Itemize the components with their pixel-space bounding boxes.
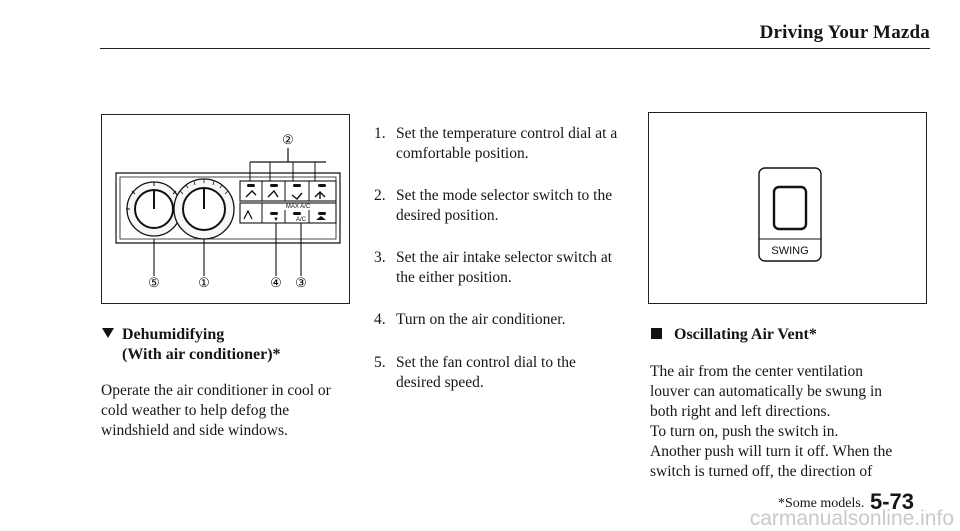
step-item: 3. Set the air intake selector switch at… xyxy=(374,249,613,286)
steps-list: 1. Set the temperature control dial at a… xyxy=(372,124,672,415)
page-number: 5-73 xyxy=(870,489,915,514)
callout-1: ① xyxy=(198,275,210,290)
page-header-title: Driving Your Mazda xyxy=(759,22,930,43)
max-ac-label: MAX A/C xyxy=(286,204,311,210)
footer-note: *Some models. xyxy=(778,496,865,511)
swing-switch-drawing: SWING xyxy=(758,167,822,262)
oscillating-body: The air from the center ventilation louv… xyxy=(650,363,893,480)
dehumidifying-body: Operate the air conditioner in cool or c… xyxy=(101,382,331,439)
svg-text:▼: ▼ xyxy=(273,217,279,223)
swing-button-icon xyxy=(772,185,808,231)
swing-label: SWING xyxy=(771,245,808,257)
climate-panel-drawing: ② xyxy=(115,132,341,290)
callout-4: ④ xyxy=(270,275,282,290)
callout-2: ② xyxy=(282,132,294,147)
swing-switch-figure: SWING xyxy=(648,112,927,304)
dehumidifying-subtitle: (With air conditioner)* xyxy=(122,346,281,363)
callout-5: ⑤ xyxy=(148,275,160,290)
ac-label: A/C xyxy=(296,217,307,223)
watermark: carmanualsonline.info xyxy=(749,507,954,530)
step-item: 4. Turn on the air conditioner. xyxy=(374,311,566,328)
triangle-bullet-icon xyxy=(102,328,114,338)
dehumidifying-title: Dehumidifying xyxy=(102,325,224,345)
square-bullet-icon xyxy=(651,328,662,339)
step-item: 1. Set the temperature control dial at a… xyxy=(374,125,618,162)
oscillating-title: Oscillating Air Vent* xyxy=(651,325,817,345)
climate-panel-figure: ② xyxy=(101,114,350,304)
callout-3: ③ xyxy=(295,275,307,290)
header-rule xyxy=(100,48,930,49)
